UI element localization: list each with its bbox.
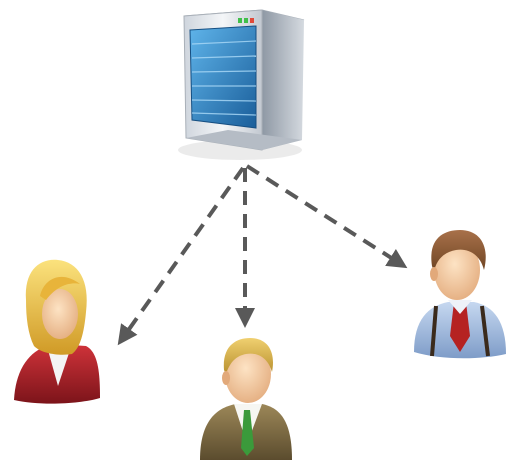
server-icon bbox=[178, 9, 305, 160]
edges bbox=[117, 164, 408, 346]
user-female-icon bbox=[14, 259, 100, 404]
user-male-icon bbox=[200, 338, 292, 460]
user-male-icon bbox=[414, 230, 506, 359]
edge-server-to-man-right bbox=[245, 164, 408, 269]
edge-server-to-woman bbox=[117, 166, 245, 346]
